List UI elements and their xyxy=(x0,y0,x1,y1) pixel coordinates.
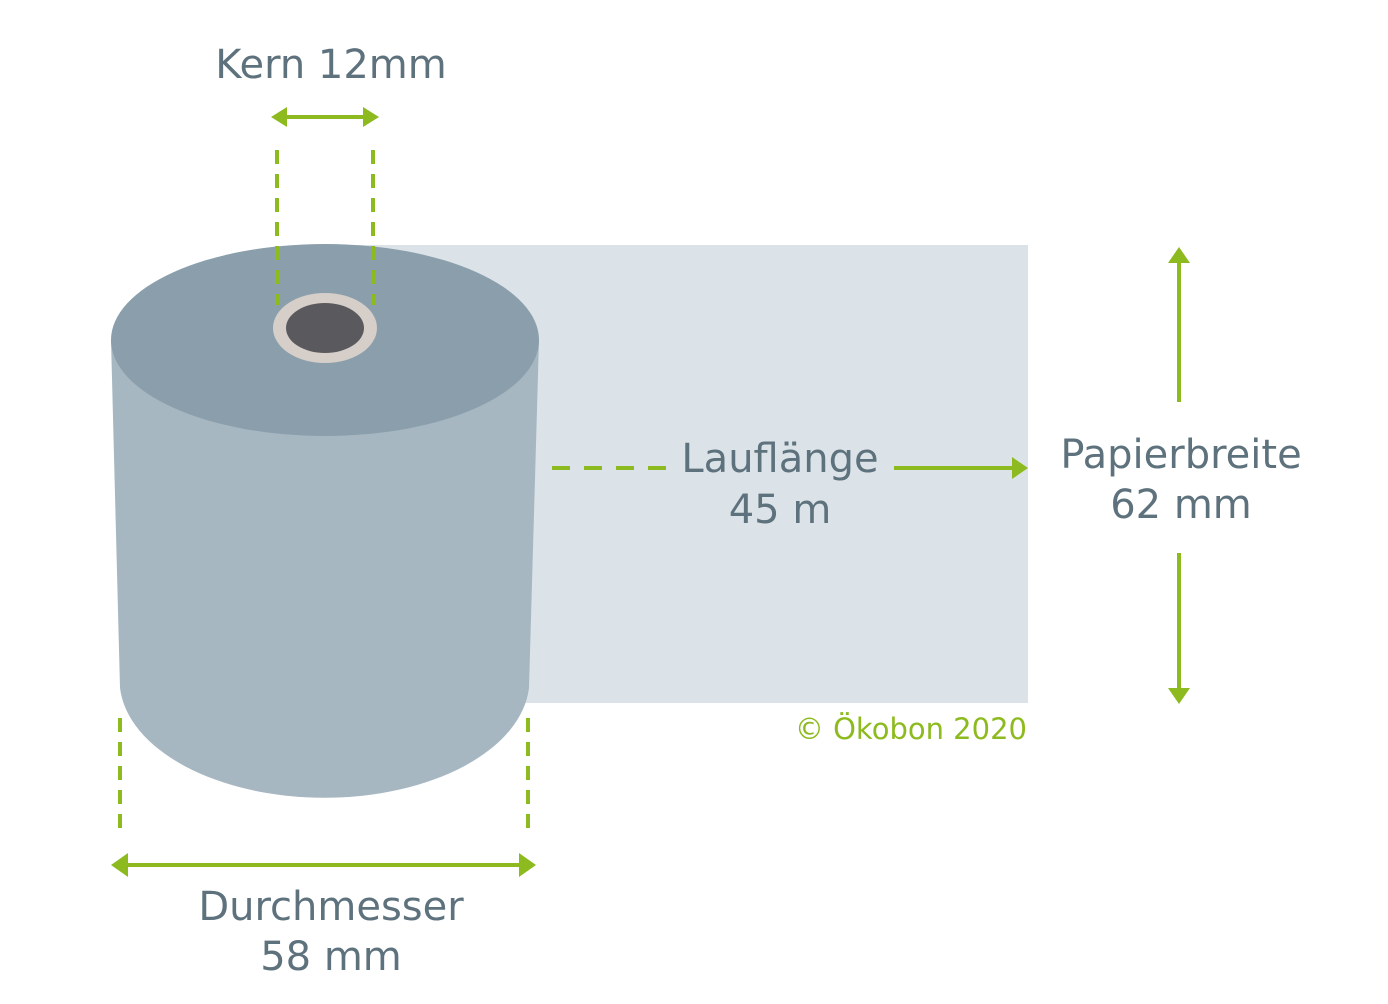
run-length-value: 45 m xyxy=(729,487,832,533)
roll-body xyxy=(111,340,539,798)
diameter-arrowhead-left xyxy=(111,853,128,877)
copyright-text: © Ökobon 2020 xyxy=(795,712,1027,746)
paper-width-arrowhead-down xyxy=(1168,688,1190,704)
core-arrowhead-left xyxy=(271,107,287,127)
core-dimension xyxy=(271,107,379,305)
diameter-title: Durchmesser xyxy=(198,884,464,930)
run-length-dimension xyxy=(552,457,1028,479)
paper-width-arrowhead-up xyxy=(1168,247,1190,263)
paper-width-value: 62 mm xyxy=(1110,482,1252,528)
diameter-dimension xyxy=(111,718,536,877)
diameter-value: 58 mm xyxy=(260,934,402,980)
diameter-arrowhead-right xyxy=(519,853,536,877)
run-length-arrowhead xyxy=(1012,457,1028,479)
core-arrowhead-right xyxy=(363,107,379,127)
core-hole xyxy=(286,303,364,353)
paper-width-title: Papierbreite xyxy=(1060,432,1301,478)
core-label: Kern 12mm xyxy=(215,42,446,88)
paper-width-dimension xyxy=(1168,247,1190,704)
run-length-title: Lauflänge xyxy=(681,436,878,482)
